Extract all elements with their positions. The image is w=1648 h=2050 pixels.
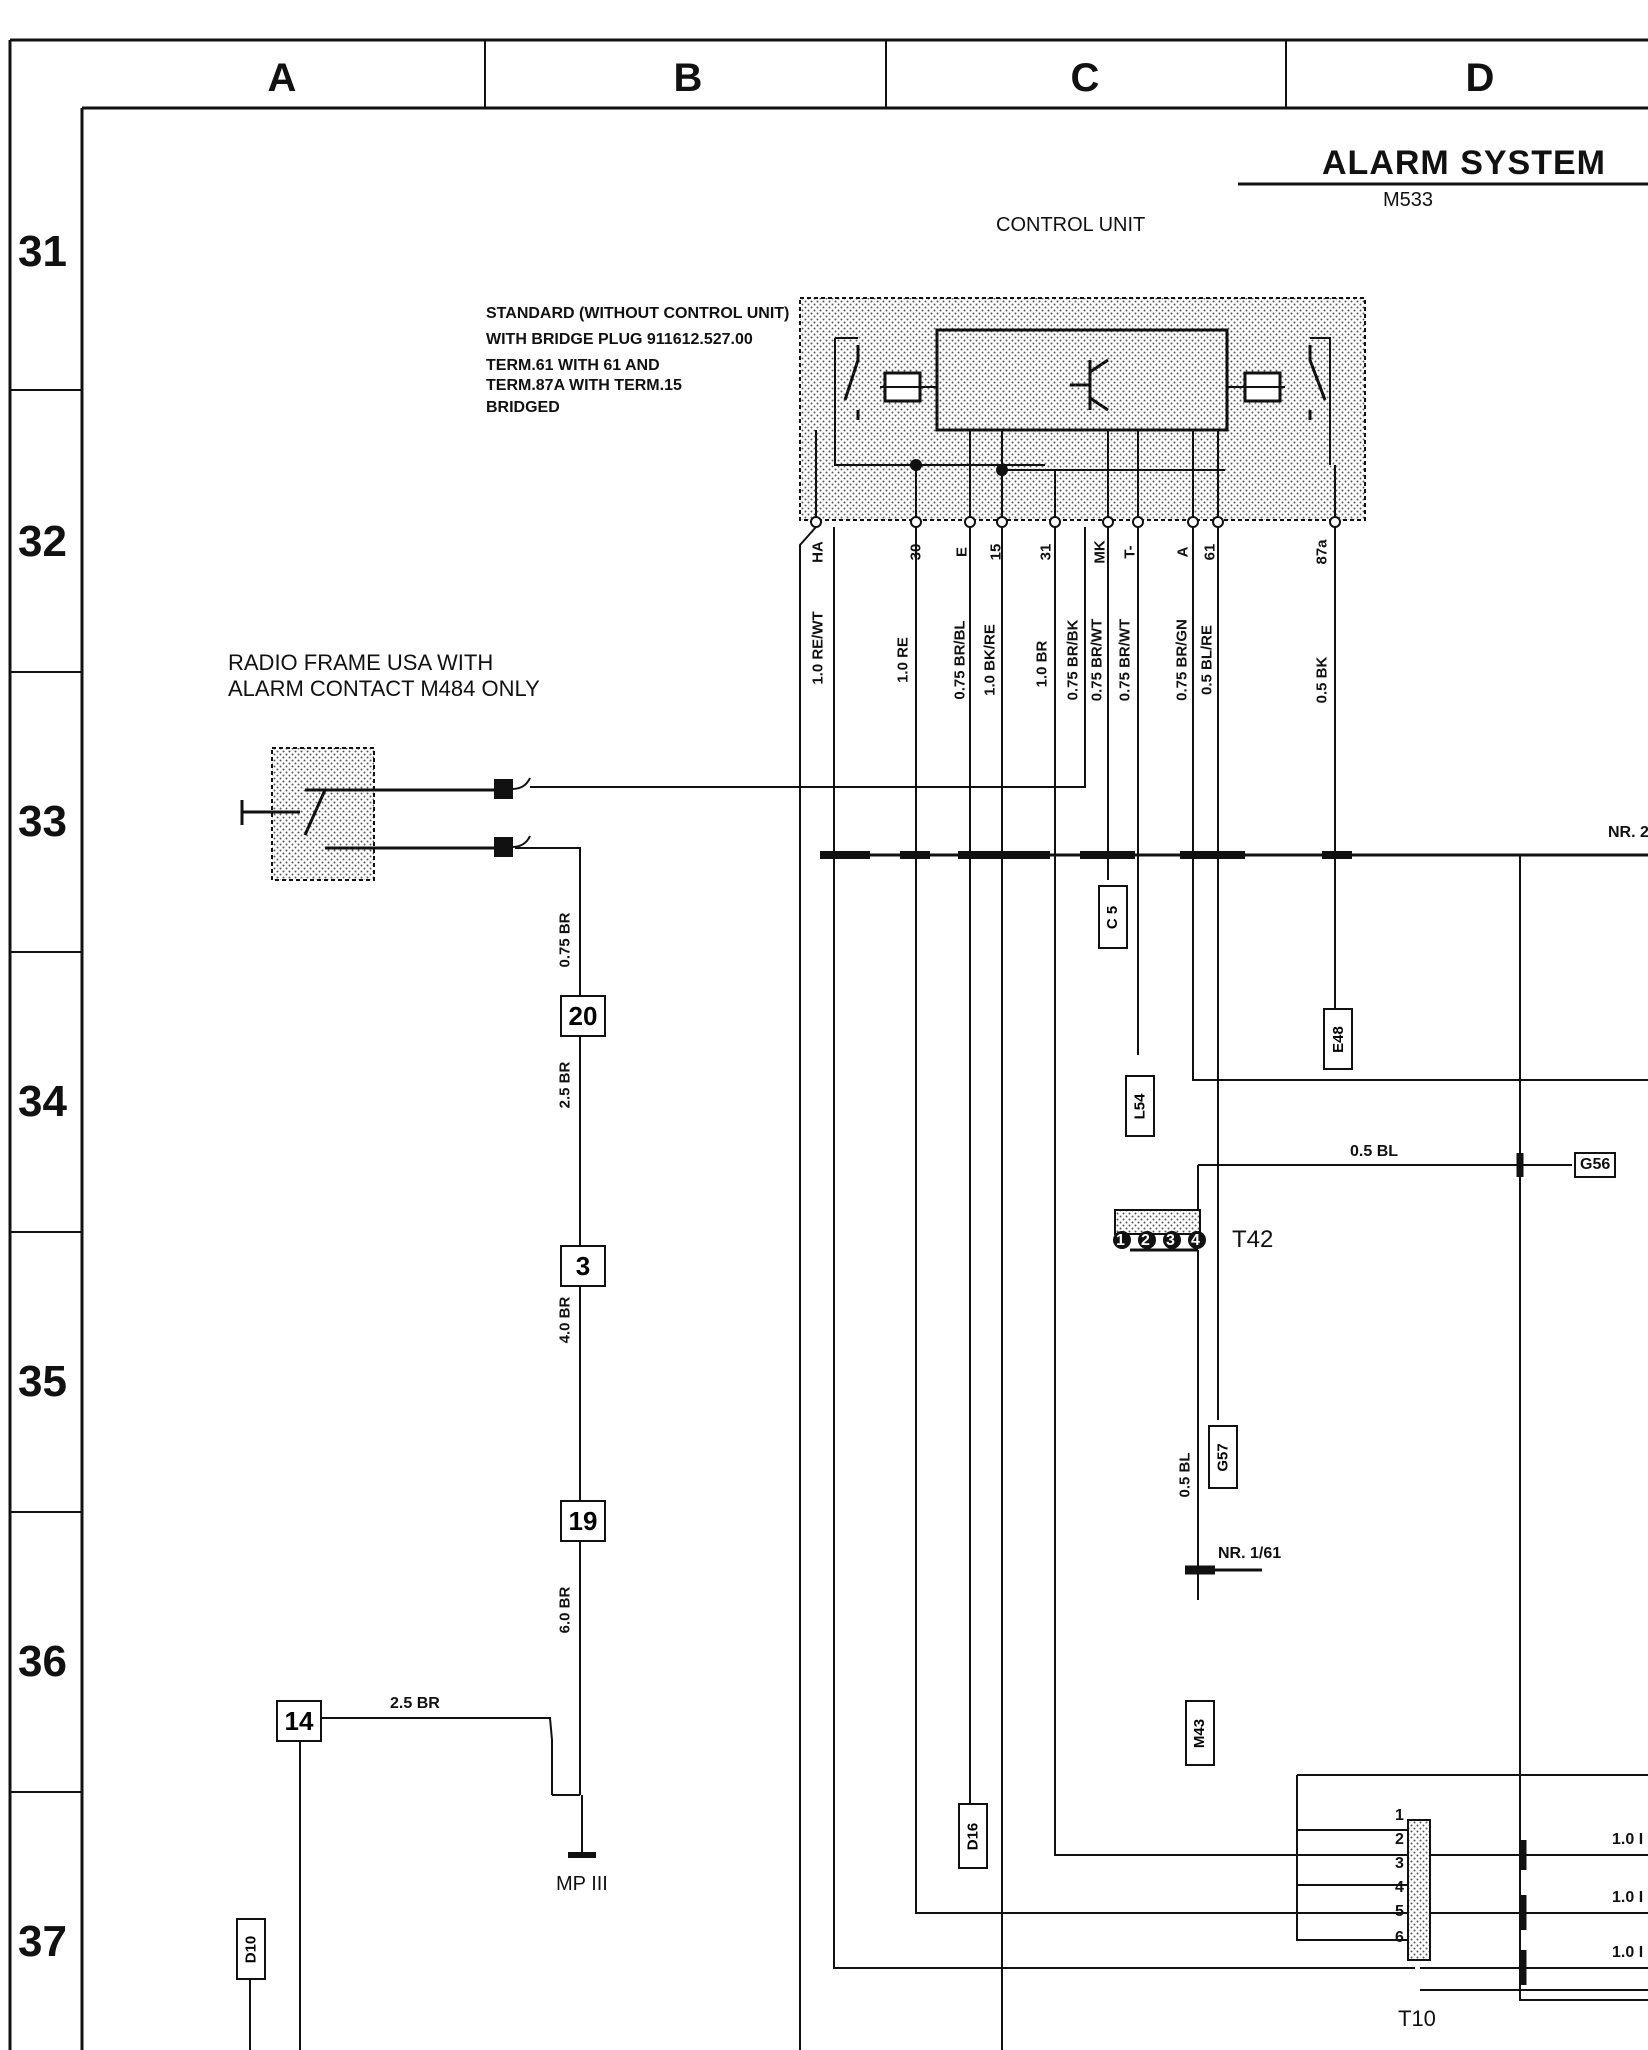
wire-label-31: 1.0 BR bbox=[1033, 640, 1051, 688]
row-35: 35 bbox=[18, 1357, 67, 1406]
terminal-mk: MK bbox=[1091, 540, 1109, 564]
t42-pin-2: 2 bbox=[1141, 1232, 1150, 1249]
t42-pin-3: 3 bbox=[1166, 1232, 1175, 1249]
wire-label-t10-2: 1.0 I bbox=[1612, 1889, 1644, 1906]
t10-pin-5: 5 bbox=[1395, 1903, 1404, 1920]
terminal-61: 61 bbox=[1201, 543, 1219, 561]
row-31: 31 bbox=[18, 227, 67, 276]
ground-label: MP III bbox=[556, 1873, 608, 1895]
radio-wire-5: 2.5 BR bbox=[390, 1695, 440, 1712]
standard-note-2: WITH BRIDGE PLUG 911612.527.00 bbox=[486, 331, 753, 348]
radio-switch-box bbox=[271, 747, 375, 881]
standard-note-3: TERM.61 WITH 61 AND bbox=[486, 357, 660, 374]
wire-30 bbox=[915, 527, 1415, 1914]
wire-label-mk: 0.75 BR/BK bbox=[1064, 619, 1082, 701]
ref-d16: D16 bbox=[958, 1803, 988, 1869]
row-37: 37 bbox=[18, 1917, 67, 1966]
t10-pin-6: 6 bbox=[1395, 1929, 1404, 1946]
wire-mk bbox=[530, 527, 1086, 788]
control-unit-ic bbox=[935, 328, 1229, 432]
t10-pin-1: 1 bbox=[1395, 1807, 1404, 1824]
radio-wire-1: 0.75 BR bbox=[556, 912, 574, 968]
connector-3: 3 bbox=[560, 1245, 606, 1287]
terminal-30: 30 bbox=[907, 543, 925, 561]
ref-c5: C 5 bbox=[1098, 885, 1128, 949]
radio-wire-3: 4.0 BR bbox=[556, 1296, 574, 1344]
wire-label-e: 0.75 BR/BL bbox=[951, 620, 969, 700]
standard-note-1: STANDARD (WITHOUT CONTROL UNIT) bbox=[486, 305, 790, 322]
splice-nr2: NR. 2 bbox=[1608, 824, 1648, 841]
terminal-ha: HA bbox=[809, 541, 827, 563]
radio-note-1: RADIO FRAME USA WITH bbox=[228, 650, 494, 675]
wire-label-30: 1.0 RE bbox=[894, 637, 912, 683]
ref-g56: G56 bbox=[1574, 1152, 1617, 1178]
control-unit-label: CONTROL UNIT bbox=[996, 214, 1146, 236]
wire-label-t: 0.75 BR/WT bbox=[1116, 618, 1134, 702]
column-b: B bbox=[673, 56, 703, 100]
wire-label-a: 0.75 BR/GN bbox=[1173, 619, 1191, 701]
wire-label-t10-3: 1.0 I bbox=[1612, 1944, 1644, 1961]
diagram-title: ALARM SYSTEM bbox=[1322, 144, 1606, 182]
ref-l54: L54 bbox=[1125, 1075, 1155, 1137]
wire-label-87a: 0.5 BK bbox=[1313, 656, 1331, 704]
t42-pin-1: 1 bbox=[1116, 1232, 1125, 1249]
terminal-a: A bbox=[1174, 546, 1192, 558]
ref-g57: G57 bbox=[1208, 1425, 1238, 1489]
standard-note-4: TERM.87A WITH TERM.15 bbox=[486, 377, 682, 394]
connector-20: 20 bbox=[560, 995, 606, 1037]
splice-nr161: NR. 1/61 bbox=[1218, 1545, 1282, 1562]
wire-a bbox=[1192, 527, 1648, 1081]
t10-pin-3: 3 bbox=[1395, 1855, 1404, 1872]
ref-d10: D10 bbox=[236, 1918, 266, 1980]
terminal-pins bbox=[815, 430, 1336, 520]
radio-wire-4: 6.0 BR bbox=[556, 1586, 574, 1634]
ref-e48: E48 bbox=[1323, 1008, 1353, 1070]
row-36: 36 bbox=[18, 1637, 67, 1686]
column-d: D bbox=[1465, 56, 1495, 100]
t42-pin-4: 4 bbox=[1191, 1232, 1200, 1249]
column-a: A bbox=[267, 56, 297, 100]
wire-31 bbox=[1054, 527, 1415, 1856]
t42-label: T42 bbox=[1232, 1226, 1274, 1253]
row-32: 32 bbox=[18, 517, 67, 566]
row-33: 33 bbox=[18, 797, 67, 846]
standard-note-5: BRIDGED bbox=[486, 399, 560, 416]
wire-label-61: 0.5 BL/RE bbox=[1198, 624, 1216, 696]
row-34: 34 bbox=[18, 1077, 67, 1126]
ref-m43: M43 bbox=[1185, 1700, 1215, 1766]
connector-14: 14 bbox=[276, 1700, 322, 1742]
wire-label-t42: 0.5 BL bbox=[1176, 1452, 1194, 1498]
terminal-t: T- bbox=[1121, 545, 1139, 559]
connector-19: 19 bbox=[560, 1500, 606, 1542]
wire-label-15: 1.0 BK/RE bbox=[981, 624, 999, 696]
t10-label: T10 bbox=[1398, 2006, 1436, 2031]
terminal-15: 15 bbox=[987, 543, 1005, 561]
diagram-subtitle: M533 bbox=[1383, 189, 1434, 211]
terminal-e: E bbox=[953, 546, 971, 558]
radio-note-2: ALARM CONTACT M484 ONLY bbox=[228, 676, 540, 701]
wire-label-ha: 1.0 RE/WT bbox=[809, 611, 827, 685]
column-c: C bbox=[1070, 56, 1100, 100]
terminal-31: 31 bbox=[1037, 543, 1055, 561]
wire-label-mk2: 0.75 BR/WT bbox=[1088, 618, 1106, 702]
radio-wire-2: 2.5 BR bbox=[556, 1061, 574, 1109]
terminal-87a: 87a bbox=[1313, 539, 1331, 565]
wire-label-t10-1: 1.0 I bbox=[1612, 1831, 1644, 1848]
t10-pin-4: 4 bbox=[1395, 1879, 1404, 1896]
t10-pin-2: 2 bbox=[1395, 1831, 1404, 1848]
wire-ha2 bbox=[833, 527, 1415, 1969]
wire-ha bbox=[799, 526, 817, 2050]
wire-label-g56: 0.5 BL bbox=[1350, 1143, 1399, 1160]
